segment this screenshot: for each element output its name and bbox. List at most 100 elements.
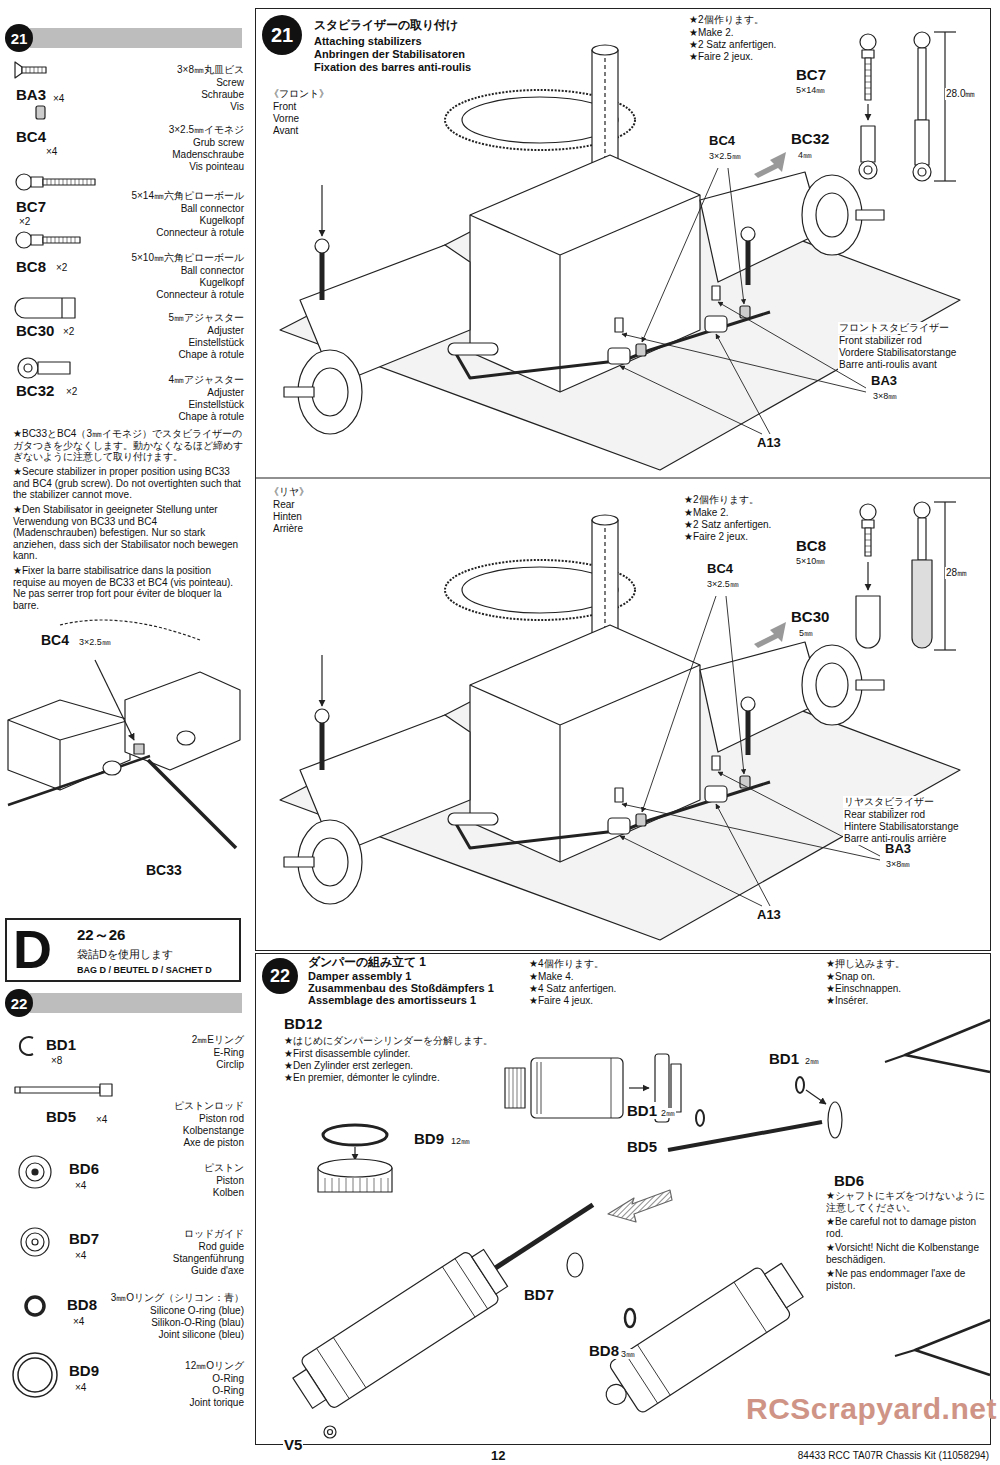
annotation-text: ★Faire 2 jeux. [683, 531, 749, 543]
annotation-text: ×8 [50, 1055, 63, 1067]
part-number: A13 [756, 908, 782, 923]
annotation-text: ★4 Satz anfertigen. [528, 983, 617, 995]
annotation-text: Vis [229, 101, 245, 113]
step-title: Damper assembly 1 [308, 970, 411, 983]
annotation-text: Ball connector [180, 265, 245, 277]
note-text: ★Be careful not to damage piston rod. [825, 1216, 987, 1239]
annotation-text: フロントスタビライザー [838, 322, 950, 334]
annotation-text: 3×8㎜丸皿ビス [176, 64, 245, 76]
annotation-text: ×4 [74, 1382, 87, 1394]
note-text: ★Vorsicht! Nicht die Kolbenstange beschä… [825, 1242, 987, 1265]
annotation-text: ×4 [95, 1114, 108, 1126]
part-number: BD7 [523, 1286, 555, 1303]
annotation-text: Joint torique [189, 1397, 245, 1409]
part-number: BD5 [626, 1138, 658, 1155]
part-icon [15, 62, 95, 378]
annotation-text: 3×2.5㎜イモネジ [168, 124, 245, 136]
dimension-label: 2㎜ [660, 1108, 676, 1118]
leader-line [620, 168, 880, 906]
note-text: ★Secure stabilizer in proper position us… [12, 466, 244, 501]
annotation-text: ★First disassemble cylinder. [283, 1048, 411, 1060]
part-number: BC33 [145, 862, 183, 878]
annotation-text: リヤスタビライザー [843, 796, 935, 808]
front-chassis-drawing [280, 45, 960, 470]
annotation-text: ★押し込みます。 [825, 958, 906, 970]
step-number-text: 22 [270, 967, 290, 985]
annotation-text: ★Make 2. [688, 27, 735, 39]
dimension-label: 3×2.5㎜ [708, 151, 742, 161]
annotation-text: O-Ring [211, 1373, 245, 1385]
step-number-text: 22 [11, 996, 28, 1011]
annotation-text: ×2 [62, 326, 75, 338]
dimension-label: 3×8㎜ [872, 391, 898, 401]
annotation-text: ★Einschnappen. [825, 983, 902, 995]
annotation-text: O-Ring [211, 1385, 245, 1397]
part-number: BC8 [795, 537, 827, 554]
annotation-text: 5㎜アジャスター [167, 312, 245, 324]
part-number: BD1 [626, 1102, 658, 1119]
annotation-text: Connecteur à rotule [155, 289, 245, 301]
annotation-text: Chape à rotule [177, 349, 245, 361]
part-number: V5 [283, 1436, 303, 1453]
annotation-text: ★Snap on. [825, 971, 876, 983]
annotation-text: Rear stabilizer rod [843, 809, 926, 821]
part-number: BA3 [884, 842, 912, 857]
bag-label: 22～26 [77, 926, 125, 943]
note-text: ★Den Stabilisator in geeigneter Stellung… [12, 504, 244, 562]
annotation-text: Arrière [272, 523, 304, 535]
annotation-text: Kugelkopf [199, 277, 245, 289]
step-title: スタビライザーの取り付け [314, 19, 458, 33]
annotation-text: ★Make 2. [683, 507, 730, 519]
annotation-text: Screw [215, 77, 245, 89]
page-number: 12 [490, 1449, 506, 1464]
step-number: 21 [262, 15, 302, 55]
annotation-text: ×4 [52, 93, 65, 105]
part-number: BD6 [833, 1172, 865, 1189]
part-number: BC4 [706, 562, 734, 577]
dimension-label: 5×10㎜ [795, 556, 826, 566]
part-number: BA3 [15, 86, 47, 103]
part-number: BC7 [795, 66, 827, 83]
dimension-label: 3×8㎜ [885, 859, 911, 869]
annotation-text: ×2 [65, 386, 78, 398]
annotation-text: Silicone O-ring (blue) [149, 1305, 245, 1317]
annotation-text: Vis pointeau [188, 161, 245, 173]
step-title: Fixation des barres anti-roulis [314, 61, 471, 74]
annotation-text: Barre anti-roulis avant [838, 359, 938, 371]
part-number: BD1 [45, 1036, 77, 1053]
annotation-text: 4㎜アジャスター [167, 374, 245, 386]
part-number: BC4 [708, 134, 736, 149]
annotation-text: Joint silicone (bleu) [157, 1329, 245, 1341]
parts-bag-box: D22～26袋詰Dを使用しますBAG D / BEUTEL D / SACHET… [5, 918, 241, 982]
ball-connector-detail [856, 502, 956, 650]
annotation-text: ★Den Zylinder erst zerlegen. [283, 1060, 414, 1072]
dimension-label: 3㎜ [620, 1349, 636, 1359]
step-number: 22 [262, 958, 298, 994]
part-number: BC4 [40, 632, 70, 648]
part-number: A13 [756, 436, 782, 451]
step-title: ダンパーの組み立て 1 [308, 956, 426, 970]
bag-label: 袋詰Dを使用します [77, 948, 173, 961]
watermark: RCScrapyard.net [745, 1392, 998, 1427]
annotation-text: Rear [272, 499, 296, 511]
step-number: 22 [5, 989, 33, 1017]
annotation-text: Hintere Stabilisatorstange [843, 821, 960, 833]
note-text: ★Ne pas endommager l'axe de piston. [825, 1268, 987, 1291]
part-number: BD12 [283, 1015, 323, 1032]
part-number: BD8 [66, 1296, 98, 1313]
part-number: BC8 [15, 258, 47, 275]
annotation-text: Adjuster [206, 387, 245, 399]
annotation-text: Axe de piston [182, 1137, 245, 1149]
step-number: 21 [5, 24, 33, 52]
part-icon [13, 1037, 112, 1397]
annotation-text: Vordere Stabilisatorstange [838, 347, 957, 359]
dimension-label: 5×14㎜ [795, 85, 826, 95]
step-number-text: 21 [11, 31, 28, 46]
annotation-text: Ball connector [180, 203, 245, 215]
annotation-text: Rod guide [197, 1241, 245, 1253]
annotation-text: ロッドガイド [183, 1228, 245, 1240]
dimension-label: 12㎜ [450, 1136, 471, 1146]
annotation-text: ★2 Satz anfertigen. [683, 519, 772, 531]
annotation-text: 《リヤ》 [268, 486, 310, 498]
annotation-text: ★En premier, démonter le cylindre. [283, 1072, 441, 1084]
